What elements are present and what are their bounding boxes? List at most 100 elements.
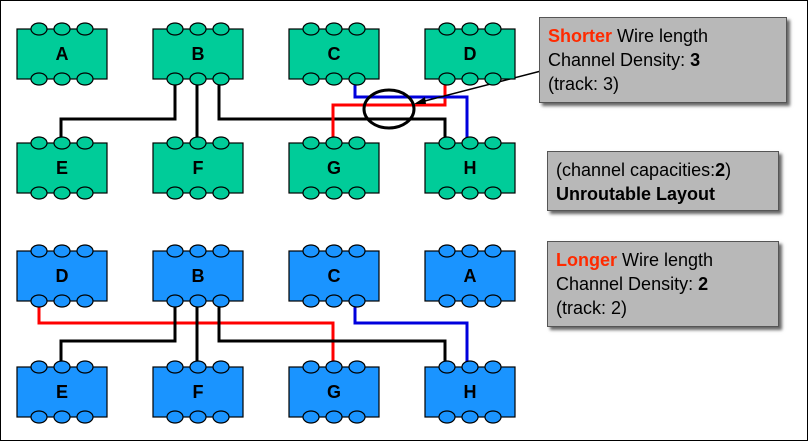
pin — [30, 186, 48, 200]
pin — [189, 22, 207, 36]
pin — [348, 294, 366, 308]
pin — [438, 244, 456, 258]
pin — [438, 22, 456, 36]
pin — [461, 244, 479, 258]
block-label: G — [327, 158, 341, 178]
pin — [461, 360, 479, 374]
block-label: C — [328, 266, 341, 286]
pin — [484, 360, 502, 374]
pin — [53, 136, 71, 150]
pin — [348, 22, 366, 36]
pin — [348, 360, 366, 374]
pin — [53, 72, 71, 86]
block-label: A — [56, 44, 69, 64]
top-block-g: G — [288, 136, 380, 200]
pin — [325, 244, 343, 258]
top-wires — [59, 79, 469, 143]
pin — [484, 294, 502, 308]
shorter-density-label: Channel Density: — [548, 50, 691, 70]
pin — [76, 72, 94, 86]
pin — [302, 244, 320, 258]
pin — [484, 72, 502, 86]
top-block-b: B — [152, 22, 244, 86]
bottom-block-e: E — [16, 360, 108, 424]
block-label: C — [328, 44, 341, 64]
top-block-e: E — [16, 136, 108, 200]
pin — [30, 72, 48, 86]
capacity-value: 2 — [715, 160, 726, 180]
block-label: H — [464, 382, 477, 402]
congestion-ellipse — [362, 88, 416, 130]
block-body — [288, 28, 380, 80]
bottom-block-h: H — [424, 360, 516, 424]
pin — [302, 136, 320, 150]
block-body — [152, 28, 244, 80]
pin — [212, 360, 230, 374]
block-label: H — [464, 158, 477, 178]
pin — [461, 22, 479, 36]
block-body — [288, 142, 380, 194]
block-label: G — [327, 382, 341, 402]
pin — [348, 186, 366, 200]
pin — [212, 72, 230, 86]
block-body — [152, 366, 244, 418]
pin — [461, 294, 479, 308]
capacity-prefix: (channel capacities: — [556, 160, 716, 180]
bottom-block-c: C — [288, 244, 380, 308]
block-label: F — [193, 382, 204, 402]
pin — [325, 136, 343, 150]
pin — [166, 294, 184, 308]
block-body — [424, 28, 516, 80]
pin — [212, 294, 230, 308]
pin — [30, 410, 48, 424]
pin — [212, 186, 230, 200]
pin — [212, 22, 230, 36]
pointer-arrow — [416, 70, 542, 104]
pin — [189, 244, 207, 258]
pin — [438, 72, 456, 86]
pin — [484, 244, 502, 258]
pin — [53, 186, 71, 200]
top-block-f: F — [152, 136, 244, 200]
wire-c-h-bottom — [353, 301, 469, 367]
pin — [76, 410, 94, 424]
block-label: F — [193, 158, 204, 178]
pin — [53, 294, 71, 308]
pin — [53, 360, 71, 374]
pin — [166, 244, 184, 258]
pin — [30, 244, 48, 258]
pin — [30, 360, 48, 374]
bottom-block-d: D — [16, 244, 108, 308]
block-label: E — [56, 382, 68, 402]
pin — [189, 294, 207, 308]
pin — [348, 136, 366, 150]
pin — [166, 186, 184, 200]
pin — [166, 22, 184, 36]
pin — [484, 136, 502, 150]
block-body — [288, 366, 380, 418]
pin — [76, 136, 94, 150]
pin — [212, 136, 230, 150]
pin — [348, 410, 366, 424]
capacity-suffix: ) — [725, 160, 732, 180]
pin — [76, 244, 94, 258]
wire-d-g-bottom — [37, 301, 335, 367]
block-label: D — [56, 266, 69, 286]
block-label: A — [464, 266, 477, 286]
pin — [484, 410, 502, 424]
longer-highlight: Longer — [556, 250, 617, 270]
longer-info-box: Longer Wire length Channel Density: 2 (t… — [547, 241, 779, 327]
pin — [189, 410, 207, 424]
pin — [166, 136, 184, 150]
pin — [325, 294, 343, 308]
block-body — [16, 250, 108, 302]
top-block-d: D — [424, 22, 516, 86]
wire-b-h-bottom — [217, 301, 447, 367]
pin — [302, 186, 320, 200]
wire-d-g-top — [331, 79, 447, 143]
pin — [484, 186, 502, 200]
pin — [348, 72, 366, 86]
shorter-highlight: Shorter — [548, 26, 613, 46]
block-label: E — [56, 158, 68, 178]
